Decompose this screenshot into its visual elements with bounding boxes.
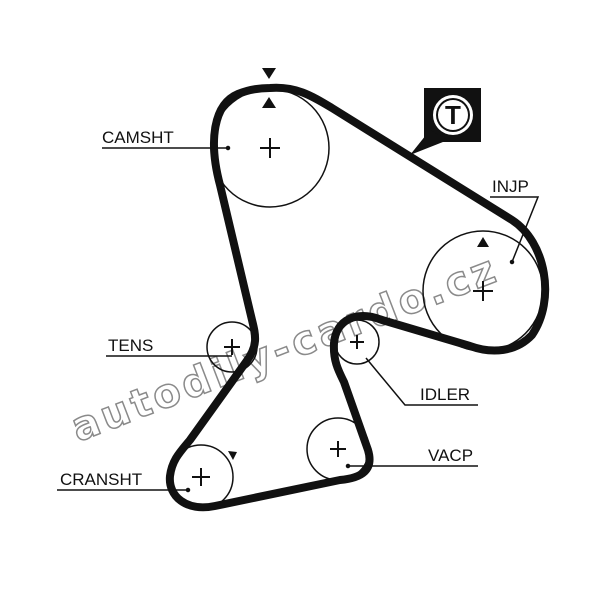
tensioner-badge-letter: T	[445, 100, 461, 130]
timing-mark-injp-icon	[477, 237, 489, 247]
label-vacuum-pump: VACP	[428, 446, 473, 465]
pulley-center-marks	[192, 138, 493, 486]
timing-mark-top-icon	[262, 68, 276, 79]
label-injection-pump: INJP	[492, 177, 529, 196]
tensioner-badge-icon: T	[410, 88, 481, 155]
label-camshaft: CAMSHT	[102, 128, 174, 147]
label-crankshaft: CRANSHT	[60, 470, 142, 489]
label-idler: IDLER	[420, 385, 470, 404]
leader-lines	[57, 145, 540, 493]
timing-mark-crankshaft-icon	[228, 451, 237, 460]
timing-mark-camshaft-icon	[262, 97, 276, 108]
label-tensioner: TENS	[108, 336, 153, 355]
